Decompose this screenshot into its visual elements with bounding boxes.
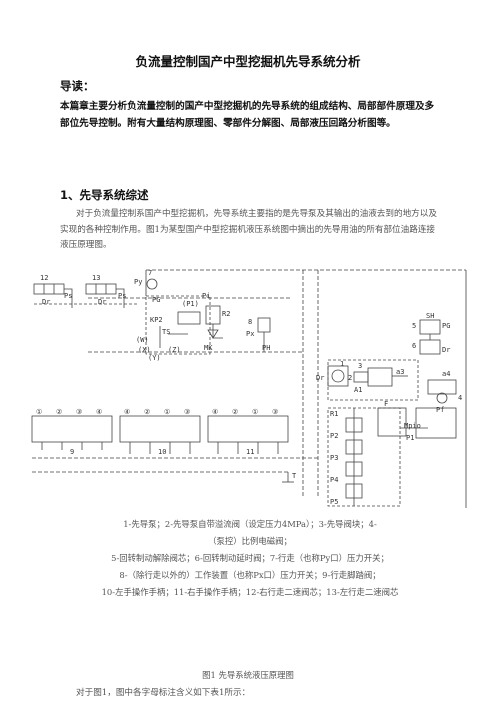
label-dr-right: Dr: [442, 346, 450, 354]
label-c2: ②: [56, 408, 62, 416]
label-y: (Y): [148, 354, 161, 362]
label-r1: R1: [330, 410, 338, 418]
legend-line-1: 1-先导泵；2-先导泵自带溢流阀（设定压力4MPa）；3-先导阀块；4-: [123, 519, 377, 529]
label-p5: P5: [330, 498, 338, 506]
label-z: (Z): [168, 346, 181, 354]
label-4: 4: [458, 394, 462, 402]
label-p1-port: (P1): [182, 300, 199, 308]
hydraulic-schematic: 12 13 Dr Ps Dr Ps Py 7 PG (P1) Pi KP2 TS…: [31, 269, 467, 508]
label-f: F: [384, 400, 388, 408]
label-11b: ②: [232, 408, 238, 416]
table-intro-paragraph: 对于图1，图中各字母标注含义如下表1所示：: [76, 688, 251, 698]
legend-line-3: 5-回转制动解除阀芯；6-回转制动延时阀；7-行走（也称Py口）压力开关；: [111, 553, 389, 563]
label-pf: Pf: [436, 406, 444, 414]
section-heading: 1、先导系统综述: [60, 188, 149, 202]
label-5: 5: [412, 322, 416, 330]
label-p3: P3: [330, 454, 338, 462]
label-10a: ④: [124, 408, 130, 416]
label-p4: P4: [330, 476, 338, 484]
label-10c: ①: [164, 408, 170, 416]
label-a3: a3: [396, 368, 404, 376]
label-ph: PH: [262, 344, 270, 352]
label-c3: ③: [76, 408, 82, 416]
label-dr-13: Dr: [98, 298, 106, 306]
label-dr-pump: Dr: [316, 374, 324, 382]
label-3: 3: [358, 362, 362, 370]
label-9: 9: [70, 448, 74, 456]
label-p2: P2: [330, 432, 338, 440]
label-ts: TS: [162, 328, 170, 336]
label-a1: A1: [354, 386, 362, 394]
label-2: 2: [348, 374, 352, 382]
label-px: Px: [246, 330, 254, 338]
label-w: (W): [136, 336, 149, 344]
label-c4: ④: [96, 408, 102, 416]
label-r2: R2: [222, 310, 230, 318]
label-t: T: [292, 472, 297, 480]
section-paragraph: 对于负流量控制系国产中型挖掘机，先导系统主要指的是先导泵及其输出的油液去到的地方…: [60, 209, 437, 250]
label-a4: a4: [442, 370, 450, 378]
guide-body: 本篇章主要分析负流量控制的国产中型挖掘机的先导系统的组成结构、局部部件原理及多部…: [60, 101, 435, 129]
guide-heading: 导读：: [60, 79, 95, 93]
label-ps-13: Ps: [118, 292, 126, 300]
label-12: 12: [40, 274, 48, 282]
figure-title: 图1 先导系统液压原理图: [202, 670, 294, 680]
label-pg-right: PG: [442, 322, 450, 330]
label-11d: ③: [272, 408, 278, 416]
label-11a: ④: [212, 408, 218, 416]
label-pg: PG: [152, 296, 160, 304]
label-pi: Pi: [202, 292, 210, 300]
label-x: (X): [138, 346, 151, 354]
label-8: 8: [248, 318, 252, 326]
label-dr-12: Dr: [42, 298, 50, 306]
legend-line-5: 10-左手操作手柄；11-右手操作手柄；12-右行走二速阀芯；13-左行走二速阀…: [101, 587, 399, 597]
label-c1: ①: [36, 408, 42, 416]
label-kp2: KP2: [150, 316, 163, 324]
label-ps-12: Ps: [64, 292, 72, 300]
label-10b: ②: [144, 408, 150, 416]
label-mk: MK: [204, 344, 213, 352]
legend-line-4: 8-（除行走以外的）工作装置（也称Px口）压力开关；9-行走脚踏阀；: [119, 570, 381, 580]
figure-legend: 1-先导泵；2-先导泵自带溢流阀（设定压力4MPa）；3-先导阀块；4- （泵控…: [60, 516, 440, 601]
legend-line-2: （泵控）比例电磁阀；: [208, 536, 292, 546]
label-10d: ③: [184, 408, 190, 416]
label-sh: SH: [426, 312, 434, 320]
label-13: 13: [92, 274, 100, 282]
label-10: 10: [158, 448, 166, 456]
label-py: Py: [134, 278, 142, 286]
label-1: 1: [340, 360, 344, 368]
label-11: 11: [246, 448, 254, 456]
document-title: 负流量控制国产中型挖掘机先导系统分析: [135, 54, 361, 69]
label-11c: ①: [252, 408, 258, 416]
label-6: 6: [412, 342, 416, 350]
label-p1-out: P1: [406, 434, 414, 442]
label-mpio: Mpio: [404, 422, 421, 430]
label-7: 7: [148, 269, 152, 277]
